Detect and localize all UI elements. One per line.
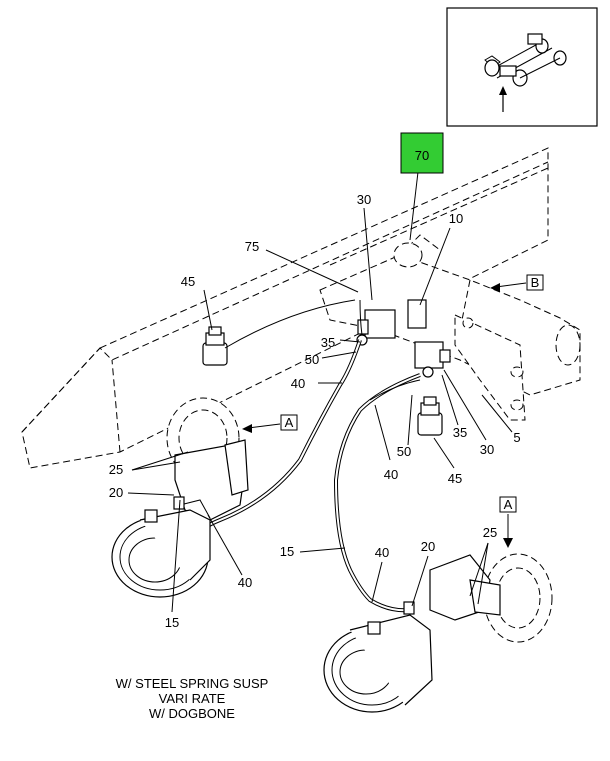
callout-40-a[interactable]: 40 xyxy=(291,376,305,391)
callout-labels: 30 10 75 45 35 50 40 25 20 40 15 50 40 4… xyxy=(109,192,521,630)
callout-35-upper[interactable]: 35 xyxy=(321,335,335,350)
view-ref-b-label: B xyxy=(531,275,540,290)
callout-75[interactable]: 75 xyxy=(245,239,259,254)
view-ref-a-left-label: A xyxy=(285,415,294,430)
left-axle-end xyxy=(111,397,249,598)
callout-30-lower[interactable]: 30 xyxy=(480,442,494,457)
callout-45-lower[interactable]: 45 xyxy=(448,471,462,486)
callout-70-label: 70 xyxy=(415,148,429,163)
callout-25-left[interactable]: 25 xyxy=(109,462,123,477)
callout-40-c[interactable]: 40 xyxy=(384,467,398,482)
locator-inset xyxy=(446,7,598,127)
leader-lines xyxy=(127,171,513,613)
callout-45-upper[interactable]: 45 xyxy=(181,274,195,289)
callout-5[interactable]: 5 xyxy=(513,430,520,445)
callout-15-left[interactable]: 15 xyxy=(165,615,179,630)
view-direction-arrow-icon xyxy=(499,86,507,112)
caption-line-1: W/ STEEL SPRING SUSP xyxy=(116,676,269,691)
view-ref-arrows xyxy=(242,282,527,548)
view-ref-a-right-label: A xyxy=(504,497,513,512)
right-axle-end xyxy=(323,553,553,713)
callout-15-right[interactable]: 15 xyxy=(280,544,294,559)
callout-40-d[interactable]: 40 xyxy=(375,545,389,560)
caption-line-3: W/ DOGBONE xyxy=(149,706,235,721)
callout-20-right[interactable]: 20 xyxy=(421,539,435,554)
brake-chamber-45-lower xyxy=(417,396,443,436)
callout-40-b[interactable]: 40 xyxy=(238,575,252,590)
callout-10[interactable]: 10 xyxy=(449,211,463,226)
frame-rail xyxy=(21,147,549,469)
diagram-caption: W/ STEEL SPRING SUSP VARI RATE W/ DOGBON… xyxy=(116,676,269,721)
callout-30-upper[interactable]: 30 xyxy=(357,192,371,207)
callout-50-lower[interactable]: 50 xyxy=(397,444,411,459)
caption-line-2: VARI RATE xyxy=(159,691,226,706)
brake-chamber-45-upper xyxy=(202,299,356,366)
callout-35-lower[interactable]: 35 xyxy=(453,425,467,440)
chassis-thumbnail-icon xyxy=(484,33,567,87)
view-ref-box-b[interactable]: B xyxy=(526,274,544,291)
cross-member xyxy=(319,234,581,421)
view-ref-box-a-left[interactable]: A xyxy=(280,414,298,431)
view-ref-box-a-right[interactable]: A xyxy=(499,496,517,513)
callout-25-right[interactable]: 25 xyxy=(483,525,497,540)
callout-50-upper[interactable]: 50 xyxy=(305,352,319,367)
callout-70-highlighted[interactable]: 70 xyxy=(400,132,444,174)
abs-modulator-valve xyxy=(407,299,451,378)
relay-valve xyxy=(356,309,396,346)
callout-20-left[interactable]: 20 xyxy=(109,485,123,500)
